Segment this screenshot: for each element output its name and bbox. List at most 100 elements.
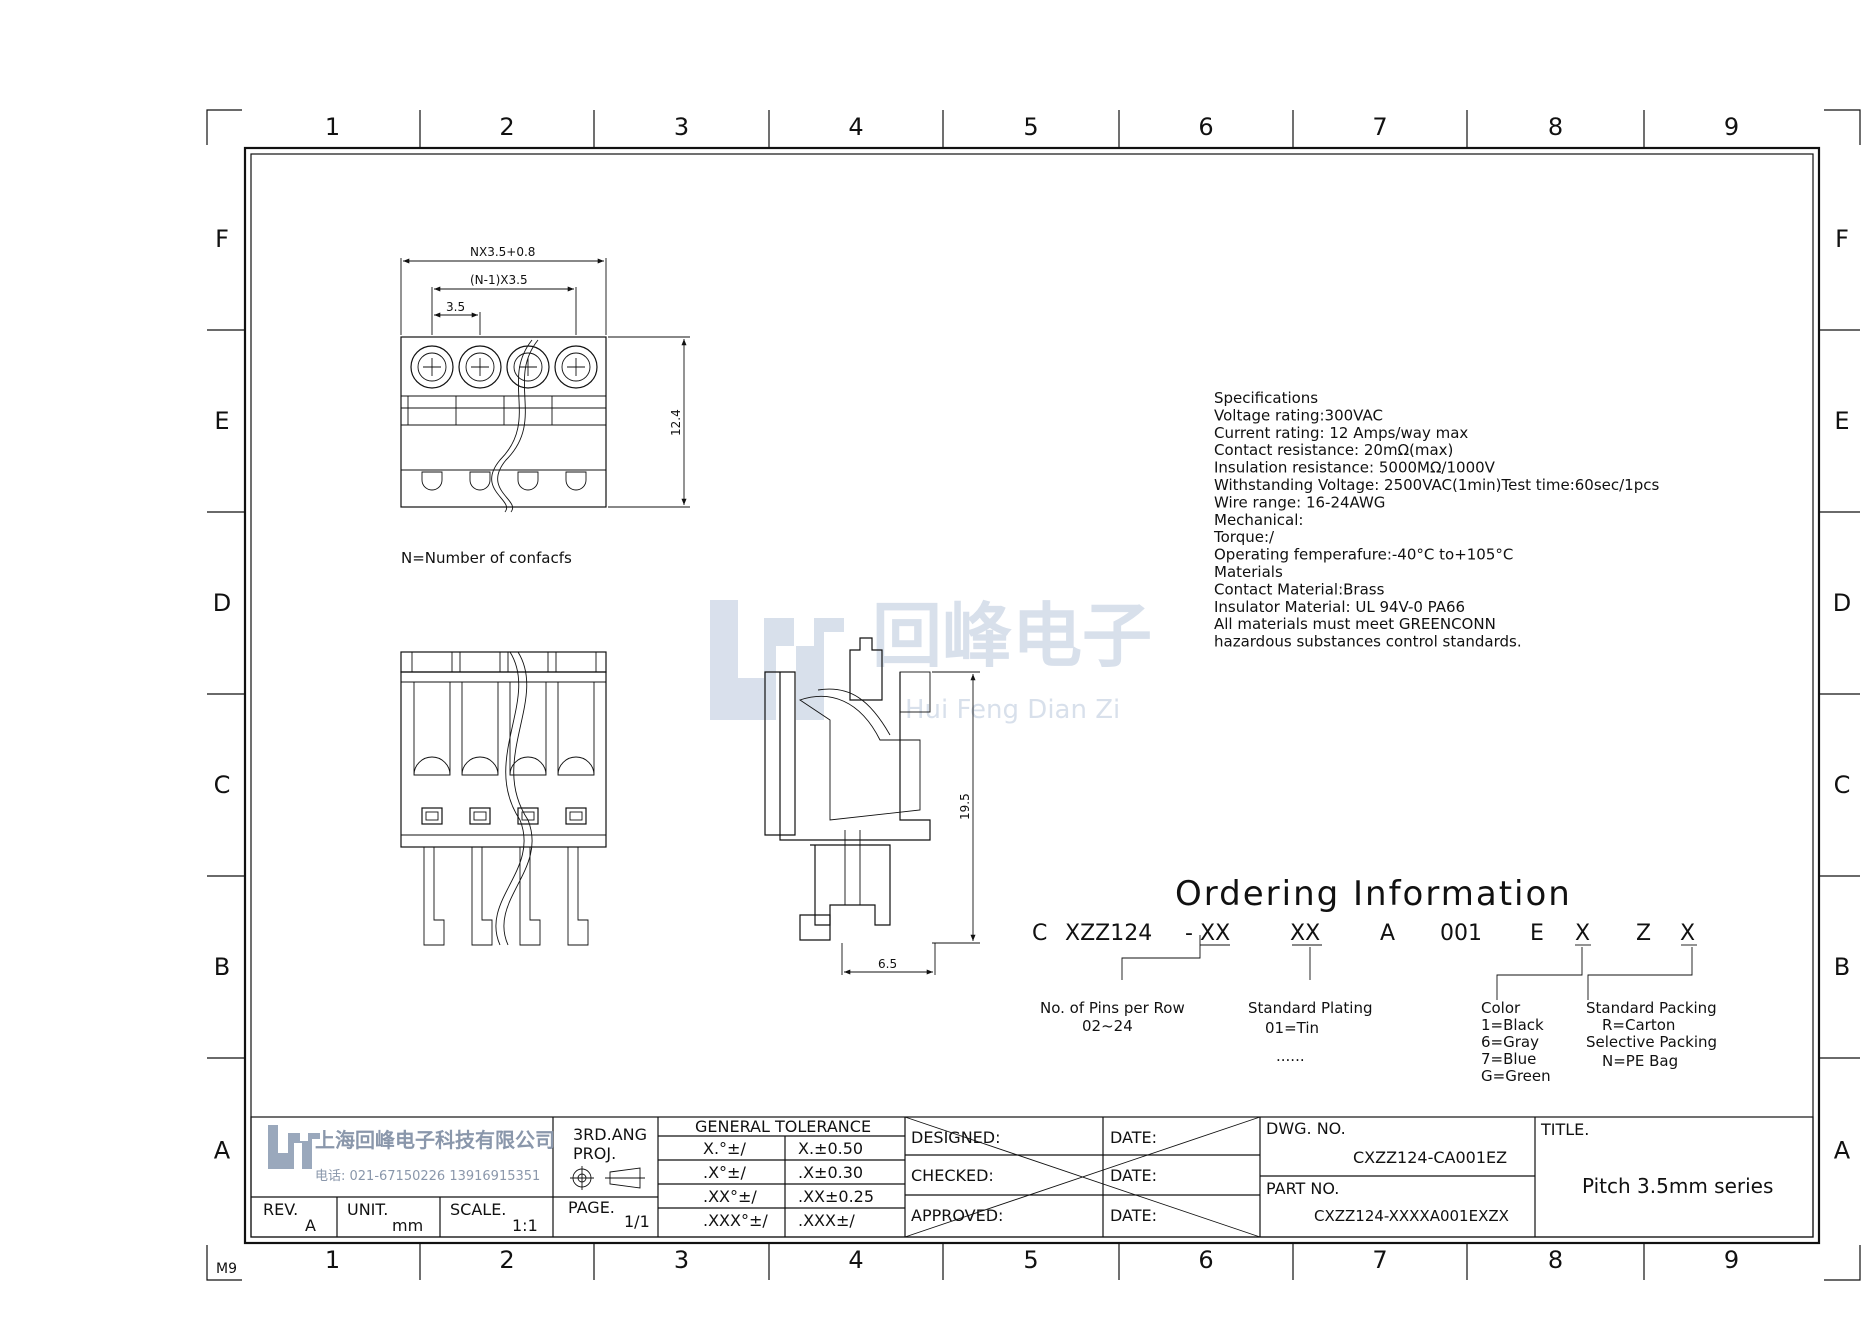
screw-head-4: [554, 345, 598, 389]
pin-tail-4: [567, 847, 589, 946]
grid-col-bottom-7: 7: [1372, 1246, 1387, 1274]
grid-row-right-D: D: [1833, 589, 1851, 617]
title-block: 上海回峰电子科技有限公司 电话: 021-67150226 1391691535…: [250, 1116, 1814, 1238]
approved-date-label: DATE:: [1110, 1206, 1157, 1225]
tol-linear-0: X.±0.50: [798, 1139, 863, 1158]
grid-col-top-2: 2: [499, 113, 514, 141]
grid-row-left-C: C: [214, 771, 231, 799]
corner-mark: M9: [216, 1261, 237, 1277]
grid-row-right-F: F: [1835, 225, 1849, 253]
wire-slot-1: [413, 682, 451, 776]
dim-height-top: 12.4: [669, 409, 683, 436]
dim-span: (N-1)X3.5: [470, 273, 528, 287]
tol-linear-3: .XXX±/: [798, 1211, 855, 1230]
wire-slot-2: [461, 682, 499, 776]
scale-value: 1:1: [512, 1216, 538, 1235]
approved-label: APPROVED:: [911, 1206, 1003, 1225]
grid-col-bottom-6: 6: [1198, 1246, 1213, 1274]
unit-label: UNIT.: [347, 1200, 388, 1219]
latch-window-2: [469, 807, 491, 825]
side-view-drawing: 19.5 6.5: [764, 637, 980, 975]
pin-hole-2: [469, 471, 491, 491]
grid-ticks: [207, 110, 1860, 1280]
grid-col-top-5: 5: [1023, 113, 1038, 141]
rev-value: A: [305, 1216, 316, 1235]
spec-line-0: Specifications: [1214, 389, 1318, 407]
grid-col-top-4: 4: [848, 113, 863, 141]
wire-slot-3: [509, 682, 547, 776]
drawing-title: Pitch 3.5mm series: [1582, 1174, 1773, 1198]
spec-line-5: Withstanding Voltage: 2500VAC(1min)Test …: [1214, 476, 1659, 494]
order-code-part-6: 001: [1440, 921, 1482, 946]
top-view-drawing: NX3.5+0.8 (N-1)X3.5 3.5 12.4 N=Number of…: [400, 245, 690, 567]
dim-overall: NX3.5+0.8: [470, 245, 535, 259]
spec-line-13: All materials must meet GREENCONN: [1214, 615, 1496, 633]
grid-row-right-E: E: [1834, 407, 1849, 435]
screw-head-1: [410, 345, 454, 389]
pin-hole-4: [565, 471, 587, 491]
grid-row-right-A: A: [1834, 1137, 1851, 1165]
spec-line-12: Insulator Material: UL 94V-0 PA66: [1214, 598, 1465, 616]
checked-label: CHECKED:: [911, 1166, 994, 1185]
tol-angle-0: X.°±/: [703, 1139, 746, 1158]
tolerance-header: GENERAL TOLERANCE: [695, 1117, 871, 1136]
wire-slot-4: [557, 682, 595, 776]
order-code-part-3: XX: [1200, 921, 1230, 946]
plating-label: Standard Plating: [1248, 999, 1373, 1017]
unit-value: mm: [392, 1216, 423, 1235]
tol-linear-1: .X±0.30: [798, 1163, 863, 1182]
color-label: Color: [1481, 999, 1521, 1017]
tol-angle-2: .XX°±/: [703, 1187, 757, 1206]
pins-value: 02~24: [1082, 1017, 1133, 1035]
grid-col-top-7: 7: [1372, 113, 1387, 141]
spec-line-8: Torque:/: [1213, 528, 1275, 546]
grid-row-right-C: C: [1834, 771, 1851, 799]
projection-line-2: PROJ.: [573, 1144, 616, 1163]
rear-view-drawing: [400, 651, 607, 946]
grid-col-bottom-1: 1: [325, 1246, 340, 1274]
grid-col-bottom-2: 2: [499, 1246, 514, 1274]
page-value: 1/1: [624, 1212, 650, 1231]
pins-label: No. of Pins per Row: [1040, 999, 1185, 1017]
order-code-part-5: A: [1380, 921, 1395, 946]
company-name: 上海回峰电子科技有限公司: [315, 1128, 555, 1152]
grid-col-top-3: 3: [674, 113, 689, 141]
color-value-2: 7=Blue: [1481, 1050, 1536, 1068]
pin-hole-3: [517, 471, 539, 491]
grid-col-bottom-3: 3: [674, 1246, 689, 1274]
slot-row: [411, 651, 597, 946]
order-code-part-2: -: [1185, 921, 1193, 946]
spec-line-10: Materials: [1214, 563, 1283, 581]
grid-col-bottom-9: 9: [1724, 1246, 1739, 1274]
color-value-3: G=Green: [1481, 1067, 1551, 1085]
order-code-part-0: C: [1032, 921, 1047, 946]
ordering-title: Ordering Information: [1175, 874, 1572, 914]
dim-pitch: 3.5: [446, 300, 465, 314]
color-value-1: 6=Gray: [1481, 1033, 1539, 1051]
tolerance-table: X.°±/X.±0.50.X°±/.X±0.30.XX°±/.XX±0.25.X…: [703, 1139, 874, 1230]
spec-line-7: Mechanical:: [1214, 511, 1303, 529]
designed-label: DESIGNED:: [911, 1128, 1001, 1147]
rev-label: REV.: [263, 1200, 298, 1219]
plating-more: ......: [1276, 1047, 1305, 1065]
grid-row-left-A: A: [214, 1137, 231, 1165]
grid-col-bottom-5: 5: [1023, 1246, 1038, 1274]
spec-line-1: Voltage rating:300VAC: [1214, 406, 1383, 424]
checked-date-label: DATE:: [1110, 1166, 1157, 1185]
watermark: 回峰电子 Hui Feng Dian Zi: [710, 595, 1152, 725]
order-code-part-10: X: [1680, 921, 1695, 946]
projection-line-1: 3RD.ANG: [573, 1125, 647, 1144]
spec-line-11: Contact Material:Brass: [1214, 580, 1385, 598]
grid-col-top-6: 6: [1198, 113, 1213, 141]
page-label: PAGE.: [568, 1198, 615, 1217]
title-label: TITLE.: [1540, 1120, 1589, 1139]
dwg-label: DWG. NO.: [1266, 1119, 1346, 1138]
pin-tail-1: [423, 847, 445, 946]
grid-col-top-8: 8: [1548, 113, 1563, 141]
